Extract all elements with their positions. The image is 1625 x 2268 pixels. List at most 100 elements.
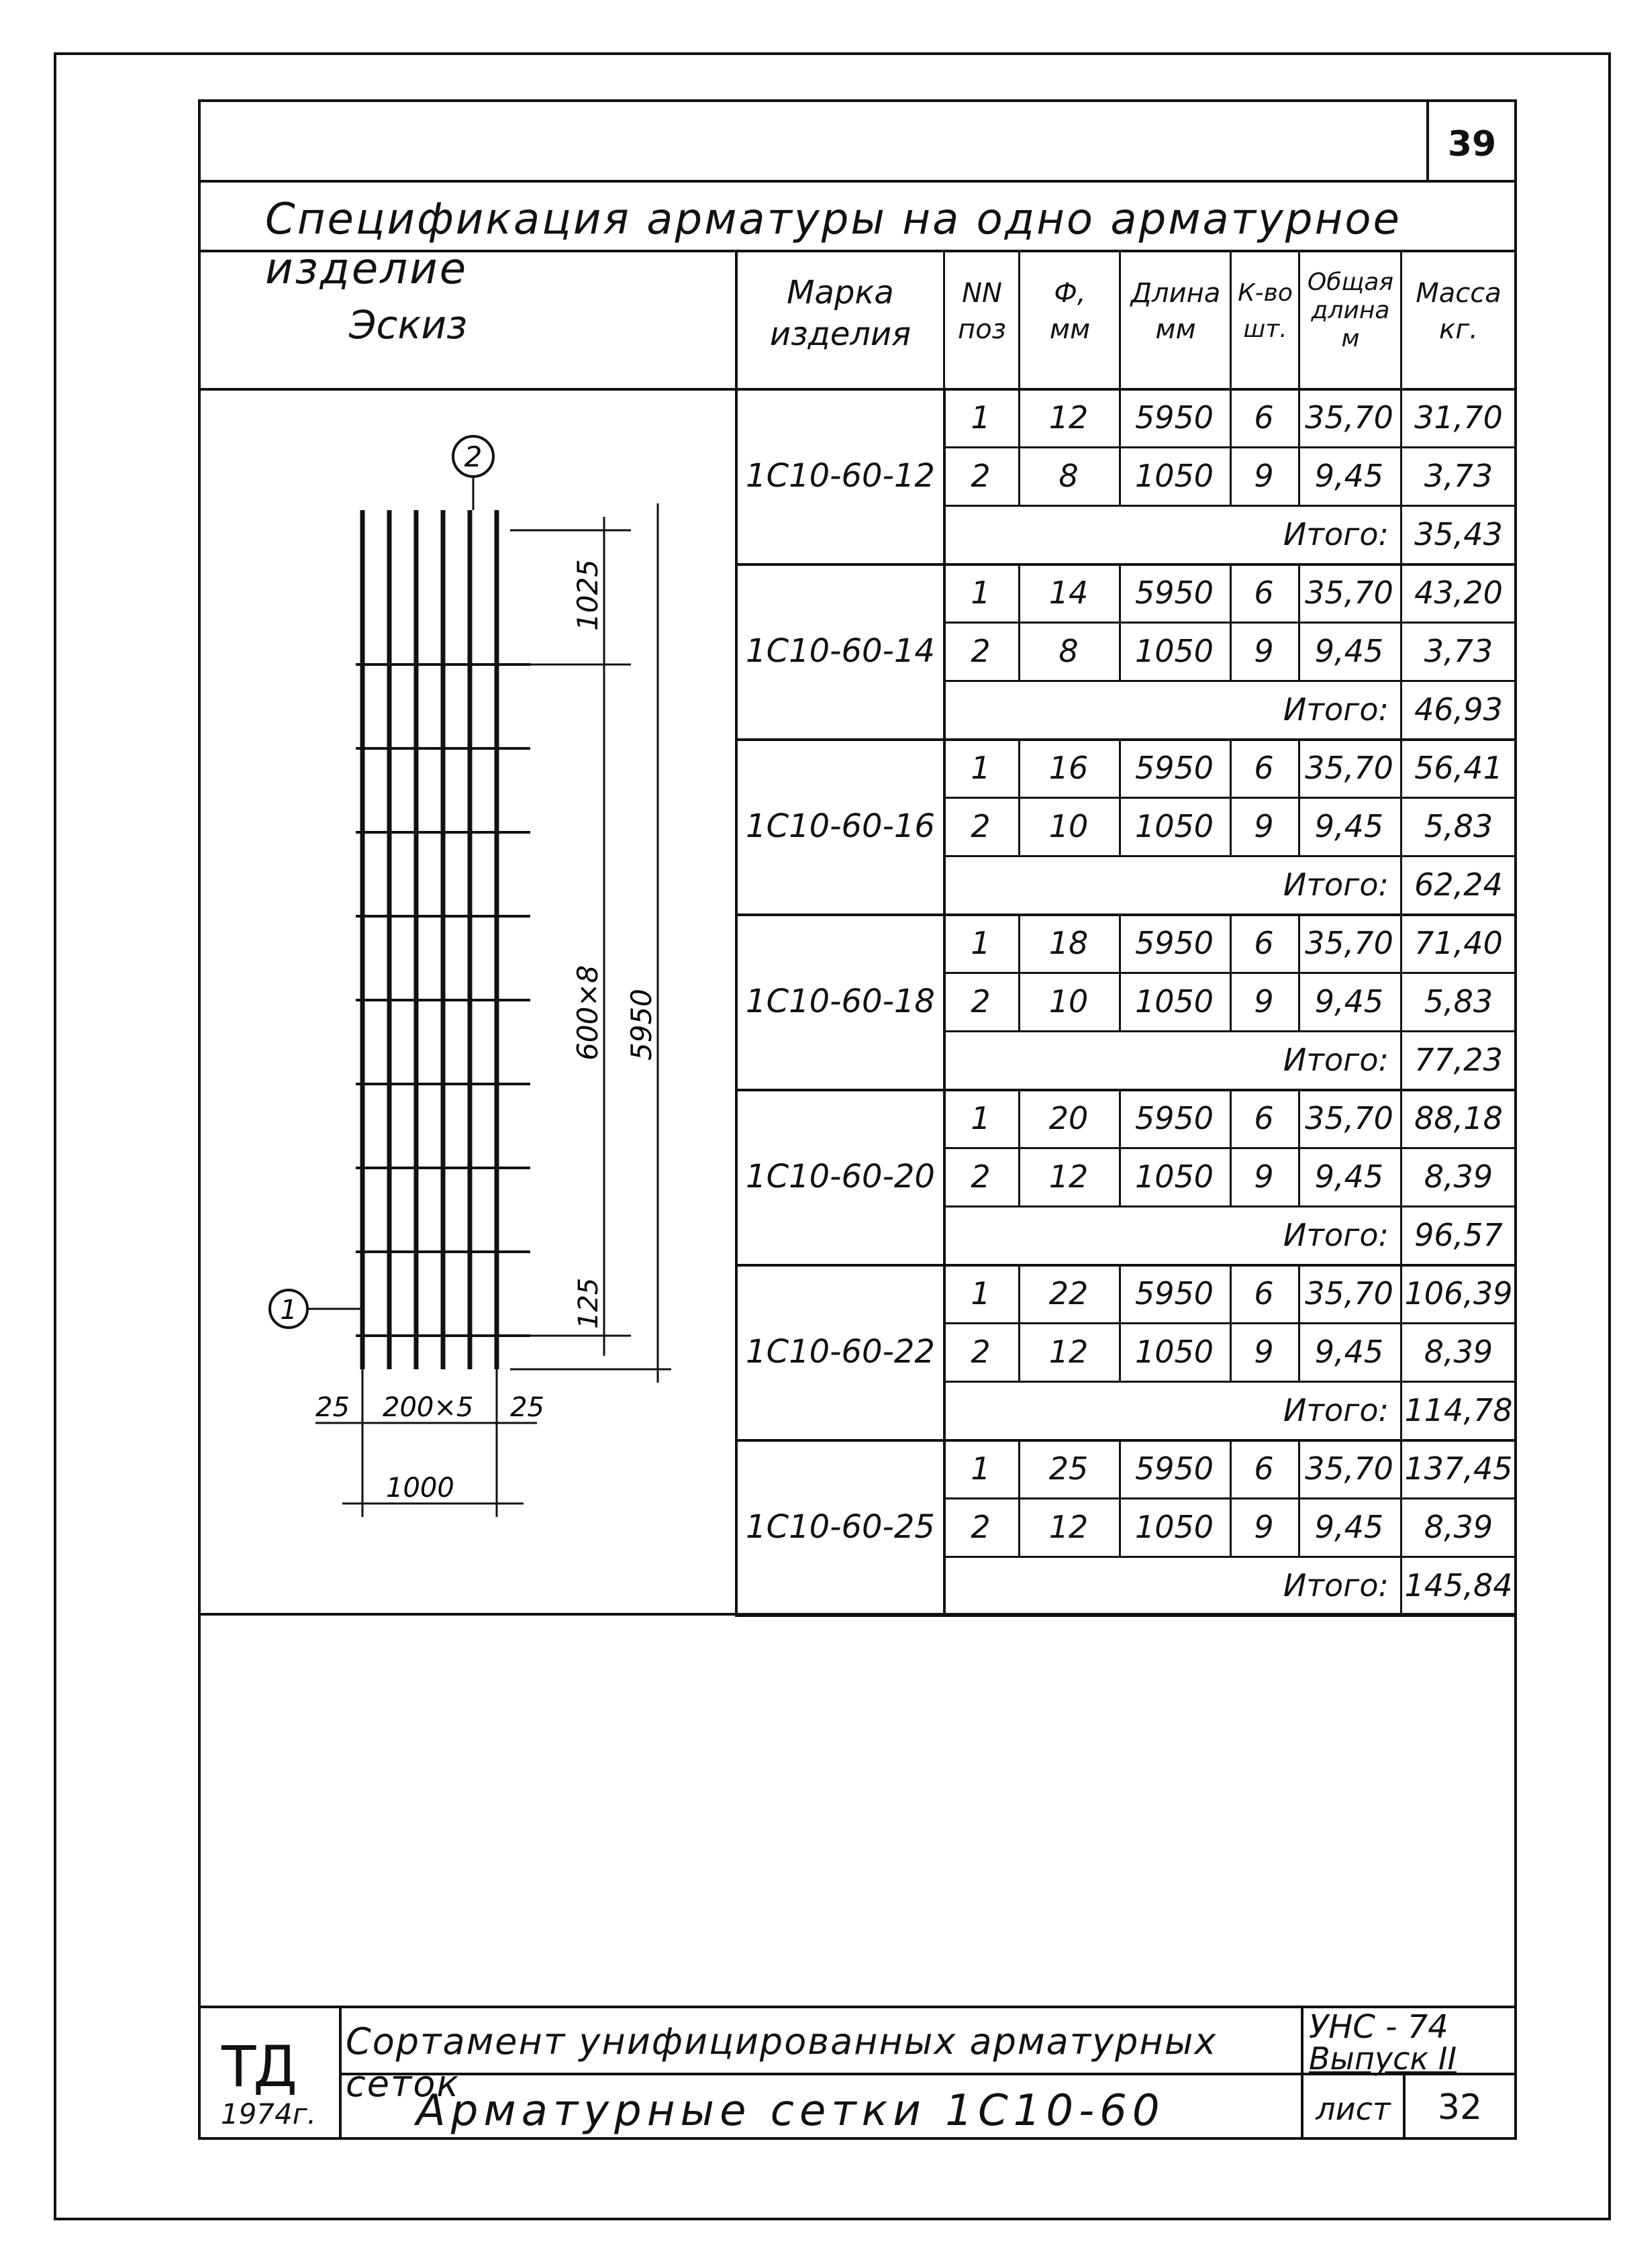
column-divider — [1018, 622, 1020, 680]
mark-header: Марка изделия — [738, 272, 943, 355]
cell-pos: 2 — [971, 457, 991, 494]
qty-header: К-во шт. — [1232, 275, 1298, 348]
column-divider — [1298, 446, 1300, 505]
logo: ТД — [221, 2034, 297, 2100]
cell-qty: 9 — [1254, 807, 1274, 844]
total-length-header: Общая длина м — [1301, 268, 1400, 353]
cell-mass: 3,73 — [1424, 632, 1493, 669]
cell-mass: 71,40 — [1414, 924, 1503, 961]
mass-header-line1: Масса — [1416, 278, 1501, 309]
cell-qty: 6 — [1254, 1450, 1274, 1487]
product-mark: 1С10-60-14 — [746, 632, 935, 670]
row-divider — [943, 1556, 1517, 1558]
column-divider — [1018, 914, 1020, 972]
title-block-top — [198, 2006, 1517, 2008]
cell-len: 5950 — [1134, 1450, 1214, 1487]
cell-len: 5950 — [1134, 399, 1214, 436]
cell-len: 1050 — [1134, 632, 1214, 669]
mark-column-divider — [943, 388, 946, 563]
cell-pos: 1 — [971, 1450, 991, 1487]
cell-tlen: 35,70 — [1305, 399, 1393, 436]
page-number: 39 — [1447, 124, 1497, 164]
cell-mass: 8,39 — [1424, 1333, 1493, 1370]
total-value: 46,93 — [1414, 691, 1503, 728]
column-divider — [1298, 1089, 1300, 1147]
column-divider — [1119, 1147, 1121, 1205]
cell-dia: 20 — [1048, 1099, 1089, 1136]
cell-len: 5950 — [1134, 1099, 1214, 1136]
cell-tlen: 9,45 — [1314, 1333, 1384, 1370]
cell-pos: 2 — [971, 1333, 991, 1370]
cell-len: 1050 — [1134, 1508, 1214, 1545]
column-divider — [1400, 388, 1402, 446]
column-divider — [1298, 914, 1300, 972]
cell-qty: 6 — [1254, 1275, 1274, 1312]
cell-dia: 14 — [1048, 574, 1089, 611]
cell-qty: 6 — [1254, 574, 1274, 611]
spec-title: Спецификация арматуры на одно арматурное… — [265, 195, 1401, 294]
header-column-divider — [943, 250, 945, 388]
dim-1025-label: 1025 — [571, 559, 604, 631]
title-row-bottom — [198, 250, 1517, 252]
column-divider — [1230, 972, 1232, 1030]
cell-qty: 9 — [1254, 632, 1274, 669]
dim-25-left-label: 25 — [315, 1392, 350, 1423]
group-divider — [735, 1614, 1517, 1617]
title-block-middle — [339, 2073, 1517, 2075]
cell-dia: 12 — [1048, 1158, 1089, 1195]
series-name: Сортамент унифицированных арматурных сет… — [346, 2020, 1218, 2105]
column-divider — [1400, 446, 1402, 505]
cell-mass: 8,39 — [1424, 1158, 1493, 1195]
cell-len: 5950 — [1134, 924, 1214, 961]
column-divider — [1230, 1497, 1232, 1556]
cell-tlen: 9,45 — [1314, 1158, 1384, 1195]
column-divider — [1298, 1497, 1300, 1556]
column-divider — [1018, 797, 1020, 855]
total-label: Итого: — [1283, 515, 1389, 552]
total-label: Итого: — [1283, 1041, 1389, 1078]
column-divider — [1400, 1205, 1402, 1264]
column-divider — [1119, 1264, 1121, 1322]
column-divider — [1400, 1030, 1402, 1089]
column-divider — [1230, 914, 1232, 972]
header-row-bottom — [198, 388, 1517, 391]
cell-mass: 56,41 — [1414, 749, 1503, 786]
cell-tlen: 9,45 — [1314, 632, 1384, 669]
cell-qty: 6 — [1254, 749, 1274, 786]
column-divider — [1119, 738, 1121, 797]
cell-dia: 25 — [1048, 1450, 1089, 1487]
column-divider — [1230, 1264, 1232, 1322]
callout-top-label: 2 — [464, 440, 483, 473]
column-divider — [1119, 563, 1121, 622]
dim-125-label: 125 — [573, 1278, 604, 1329]
cell-mass: 31,70 — [1414, 399, 1503, 436]
year: 1974г. — [220, 2098, 317, 2130]
qty-header-line1: К-во — [1238, 279, 1293, 307]
column-divider — [1018, 1497, 1020, 1556]
column-divider — [1400, 738, 1402, 797]
column-divider — [1018, 738, 1020, 797]
total-value: 35,43 — [1414, 515, 1503, 552]
row-divider — [943, 855, 1517, 857]
cell-mass: 88,18 — [1414, 1099, 1503, 1136]
column-divider — [1119, 1089, 1121, 1147]
pos-header: NN поз — [946, 275, 1018, 348]
mesh-sketch: 2 1 1025 600×8 5950 125 25 200×5 25 1000 — [268, 435, 671, 1517]
total-length-header-line1: Общая — [1307, 268, 1394, 296]
column-divider — [1298, 1264, 1300, 1322]
cell-len: 1050 — [1134, 983, 1214, 1020]
cell-pos: 2 — [971, 1158, 991, 1195]
row-divider — [943, 1381, 1517, 1383]
cell-len: 5950 — [1134, 1275, 1214, 1312]
column-divider — [1230, 1147, 1232, 1205]
total-label: Итого: — [1283, 866, 1389, 903]
column-divider — [1018, 563, 1020, 622]
cell-mass: 106,39 — [1404, 1275, 1513, 1312]
column-divider — [1018, 972, 1020, 1030]
cell-qty: 6 — [1254, 1099, 1274, 1136]
cell-pos: 1 — [971, 924, 991, 961]
sheet-title: Арматурные сетки 1С10-60 — [416, 2086, 1165, 2136]
cell-tlen: 9,45 — [1314, 983, 1384, 1020]
column-divider — [1400, 505, 1402, 563]
product-mark: 1С10-60-16 — [746, 807, 935, 845]
